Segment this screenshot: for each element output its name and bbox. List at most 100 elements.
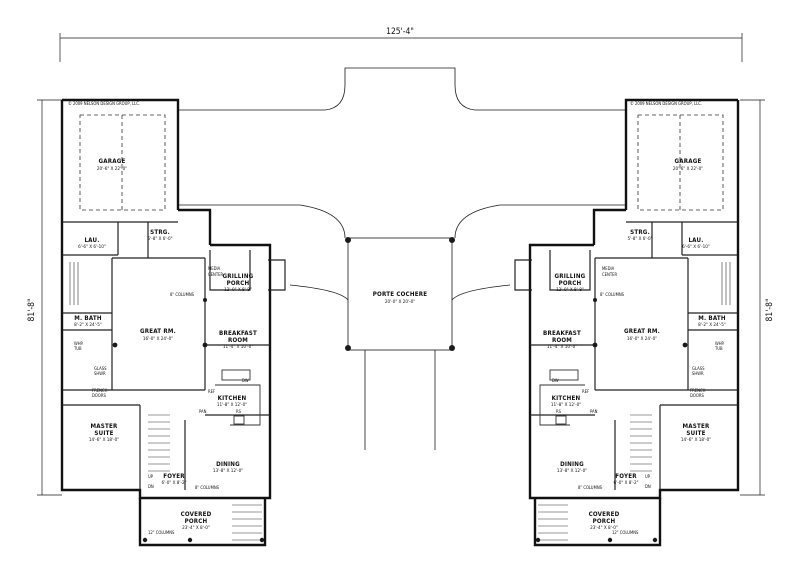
covered-porch-dims: 23'-4" X 8'-0" <box>182 525 210 531</box>
french-doors-label-2-r: DOORS <box>690 393 704 398</box>
lau-label-r: LAU. <box>688 237 703 244</box>
whp-tub-label-r: WHP. <box>715 341 725 346</box>
grilling-porch-dims: 12'-0" X 8'-8" <box>224 287 252 293</box>
great-rm-label-r: GREAT RM. <box>624 328 660 335</box>
media-center-label-2-r: CENTER <box>602 272 618 277</box>
unit-left: © 2009 NELSON DESIGN GROUP, LLC. GARAGE … <box>60 98 286 547</box>
foyer-dims: 6'-0" X 8'-2" <box>161 480 186 486</box>
dw-label-r: DW <box>552 378 559 383</box>
master-suite-label-r: MASTER <box>683 423 710 430</box>
great-rm-label: GREAT RM. <box>140 328 176 335</box>
breakfast-label-2: ROOM <box>228 337 248 344</box>
overall-depth-right: 81'-8" <box>765 299 775 322</box>
media-center-label-2: CENTER <box>208 272 224 277</box>
foyer-dims-r: 6'-0" X 8'-2" <box>613 480 638 486</box>
unit-right: © 2009 NELSON DESIGN GROUP, LLC. GARAGE … <box>514 98 740 547</box>
covered-porch-label-r: COVERED <box>589 511 620 518</box>
grilling-porch-label: GRILLING <box>223 273 254 280</box>
columns-label-2-r: 8" COLUMNS <box>578 485 603 490</box>
ref-label-r: REF <box>582 389 589 394</box>
m-bath-dims-r: 8'-2" X 24'-5" <box>698 322 726 328</box>
overall-depth-left: 81'-8" <box>27 299 37 322</box>
kitchen-label: KITCHEN <box>218 395 247 402</box>
media-center-label-r: MEDIA <box>602 266 615 271</box>
dining-dims: 13'-8" X 12'-0" <box>213 468 243 474</box>
glass-shwr-label-2-r: SHWR <box>692 371 704 376</box>
french-doors-label: FRENCH <box>92 388 108 393</box>
garage-dims: 20'-6" X 22'-0" <box>97 166 127 172</box>
copyright-left: © 2009 NELSON DESIGN GROUP, LLC. <box>68 101 140 106</box>
master-suite-label-2-r: SUITE <box>686 430 705 437</box>
covered-porch-dims-r: 23'-4" X 8'-0" <box>590 525 618 531</box>
columns-label-1-r: 8" COLUMNS <box>600 292 625 297</box>
whp-tub-label-2: TUB <box>73 346 82 351</box>
garage-label: GARAGE <box>98 158 125 165</box>
porte-cochere-label: PORTE COCHERE <box>373 291 427 298</box>
rs-label: RS <box>236 409 242 414</box>
breakfast-dims: 11'-4" X 10'-0" <box>223 344 253 350</box>
pan-label: PAN <box>199 409 207 414</box>
strg-dims: 5'-8" X 6'-0" <box>147 236 172 242</box>
dining-dims-r: 13'-8" X 12'-0" <box>557 468 587 474</box>
dn-label-r: DN <box>645 484 651 489</box>
up-label: UP <box>148 474 154 479</box>
breakfast-label-2-r: ROOM <box>552 337 572 344</box>
garage-dims-r: 20'-6" X 22'-0" <box>673 166 703 172</box>
french-doors-label-2: DOORS <box>92 393 106 398</box>
great-rm-dims: 16'-0" X 24'-0" <box>143 336 173 342</box>
covered-porch-label: COVERED <box>181 511 212 518</box>
garage-label-r: GARAGE <box>674 158 701 165</box>
breakfast-dims-r: 11'-4" X 10'-0" <box>547 344 577 350</box>
dn-label: DN <box>148 484 154 489</box>
master-suite-dims-r: 14'-6" X 18'-0" <box>681 437 711 443</box>
porte-cochere-dims: 20'-0" X 20'-0" <box>385 299 415 305</box>
french-doors-label-r: FRENCH <box>690 388 706 393</box>
m-bath-label: M. BATH <box>74 315 102 322</box>
glass-shwr-label-r: GLASS <box>692 366 705 371</box>
rs-label-r: RS <box>556 409 562 414</box>
lau-dims: 6'-6" X 6'-10" <box>78 244 106 250</box>
dw-label: DW <box>242 378 249 383</box>
great-rm-dims-r: 16'-0" X 24'-0" <box>627 336 657 342</box>
breakfast-label-r: BREAKFAST <box>543 330 581 337</box>
grilling-porch-label-2: PORCH <box>227 280 250 287</box>
copyright-right: © 2009 NELSON DESIGN GROUP, LLC. <box>630 101 702 106</box>
master-suite-dims: 14'-6" X 18'-0" <box>89 437 119 443</box>
up-label-r: UP <box>645 474 651 479</box>
kitchen-dims: 11'-8" X 12'-0" <box>217 402 247 408</box>
grilling-porch-label-r: GRILLING <box>555 273 586 280</box>
media-center-label: MEDIA <box>208 266 221 271</box>
whp-tub-label-2-r: TUB <box>714 346 723 351</box>
glass-shwr-label: GLASS <box>94 366 107 371</box>
whp-tub-label: WHP. <box>74 341 84 346</box>
dining-label: DINING <box>216 461 240 468</box>
dining-label-r: DINING <box>560 461 584 468</box>
m-bath-dims: 8'-2" X 24'-5" <box>74 322 102 328</box>
foyer-label-r: FOYER <box>615 473 637 480</box>
overall-width: 125'-4" <box>386 27 414 37</box>
covered-porch-label-2-r: PORCH <box>593 518 616 525</box>
columns-label-1: 8" COLUMNS <box>170 292 195 297</box>
grilling-porch-label-2-r: PORCH <box>559 280 582 287</box>
lau-dims-r: 6'-6" X 6'-10" <box>682 244 710 250</box>
columns-12-label-r: 12" COLUMNS <box>612 530 639 535</box>
kitchen-label-r: KITCHEN <box>552 395 581 402</box>
strg-dims-r: 5'-8" X 6'-0" <box>627 236 652 242</box>
strg-label: STRG. <box>150 229 170 236</box>
columns-label-2: 8" COLUMNS <box>195 485 220 490</box>
strg-label-r: STRG. <box>630 229 650 236</box>
m-bath-label-r: M. BATH <box>698 315 726 322</box>
breakfast-label: BREAKFAST <box>219 330 257 337</box>
master-suite-label: MASTER <box>91 423 118 430</box>
master-suite-label-2: SUITE <box>94 430 113 437</box>
lau-label: LAU. <box>84 237 99 244</box>
kitchen-dims-r: 11'-8" X 12'-0" <box>551 402 581 408</box>
covered-porch-label-2: PORCH <box>185 518 208 525</box>
glass-shwr-label-2: SHWR <box>94 371 106 376</box>
columns-12-label: 12" COLUMNS <box>148 530 175 535</box>
foyer-label: FOYER <box>163 473 185 480</box>
grilling-porch-dims-r: 12'-0" X 8'-8" <box>556 287 584 293</box>
ref-label: REF <box>208 389 215 394</box>
pan-label-r: PAN <box>590 409 598 414</box>
